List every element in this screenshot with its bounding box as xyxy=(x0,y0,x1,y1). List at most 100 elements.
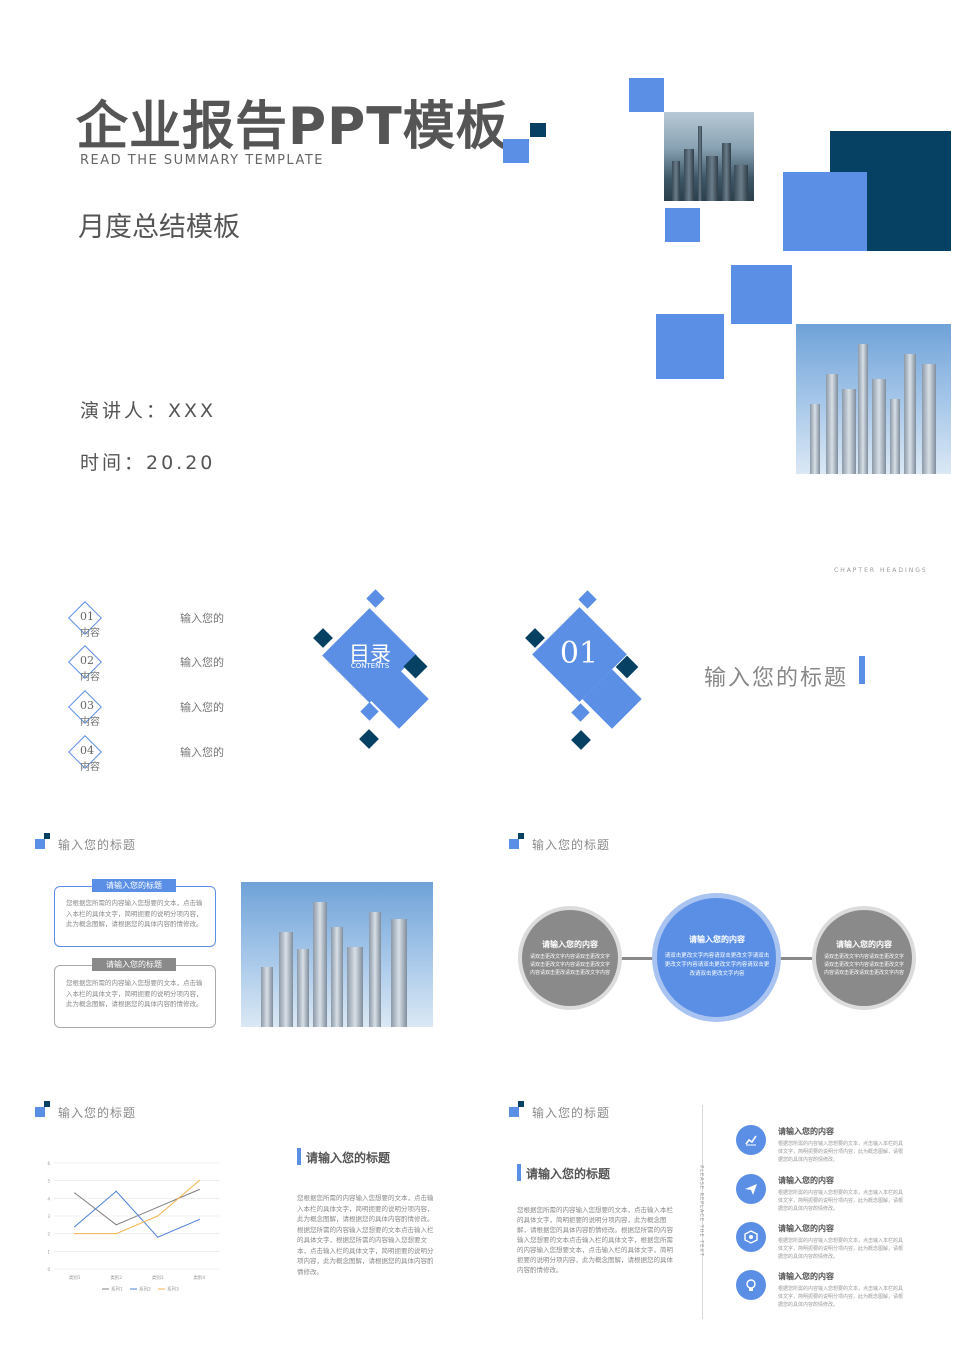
chart-point xyxy=(157,1236,159,1238)
cover-time: 时间：20.20 xyxy=(80,452,216,474)
circle-left-title: 请输入您的内容 xyxy=(542,940,598,949)
slide5-title-bar xyxy=(297,1148,301,1165)
chapter-title: 输入您的标题 xyxy=(704,666,849,691)
chart-series-line xyxy=(74,1190,200,1238)
feature-item: 请输入您的内容 根据您所需的内容输入您想要的文本，点击输入本栏的具体文字，简明扼… xyxy=(736,1222,906,1268)
paper-plane-icon xyxy=(736,1174,766,1204)
head-mark-icon xyxy=(509,1107,519,1117)
chart-legend-label: 系列2 xyxy=(139,1286,151,1293)
head-mark-icon xyxy=(44,833,50,839)
slide3-box1-text: 您根据您所需的内容输入您想要的文本，点击输入本栏的具体文字，简明扼要的说明分项内… xyxy=(66,899,203,928)
slide6-title-bar xyxy=(517,1164,521,1181)
chart-legend-label: 系列1 xyxy=(111,1286,123,1293)
feature-item-title: 请输入您的内容 xyxy=(778,1127,834,1136)
deco-square xyxy=(530,123,546,137)
chart-x-tick: 类别4 xyxy=(193,1274,205,1281)
deco-diamond xyxy=(366,589,385,608)
deco-square xyxy=(656,314,724,379)
chart-series-line xyxy=(74,1189,200,1226)
toc-item-number: 01 xyxy=(80,610,94,623)
circle-right-text: 请双击更改文字内容请双击更改文字请双击更改文字内容请双击更改文字内容请双击更改请… xyxy=(823,954,904,976)
cover-title: 企业报告PPT模板 xyxy=(76,97,509,157)
chapter-heading-small: CHAPTER HEADINGS xyxy=(834,567,928,574)
city-photo xyxy=(664,112,754,201)
circle-right-title: 请输入您的内容 xyxy=(836,940,892,949)
chart-y-tick: 4 xyxy=(47,1196,50,1201)
chart-point xyxy=(198,1188,200,1191)
deco-diamond xyxy=(313,628,333,648)
toc-item-label: 输入您的 xyxy=(180,656,224,669)
slide6-head: 输入您的标题 xyxy=(532,1106,611,1120)
head-mark-icon xyxy=(509,839,519,849)
chart-point xyxy=(74,1233,76,1235)
chart-x-tick: 类别2 xyxy=(110,1274,122,1281)
slide4-head: 输入您的标题 xyxy=(532,838,611,852)
toc-item[interactable]: 04 内容 输入您的 xyxy=(60,735,240,773)
chart-y-tick: 6 xyxy=(47,1161,50,1166)
toc-item-number: 02 xyxy=(80,654,94,667)
feature-item-title: 请输入您的内容 xyxy=(778,1272,834,1281)
toc-center-cn: 目录 xyxy=(349,642,391,666)
chart-legend-label: 系列3 xyxy=(167,1286,179,1293)
toc-item-label: 输入您的 xyxy=(180,746,224,759)
deco-diamond xyxy=(578,590,597,609)
slide3-head: 输入您的标题 xyxy=(58,838,137,852)
head-mark-icon xyxy=(518,833,524,839)
box-icon xyxy=(736,1222,766,1252)
toc-item[interactable]: 02 内容 输入您的 xyxy=(60,645,240,683)
chart-point xyxy=(74,1226,76,1228)
deco-square xyxy=(629,78,664,112)
chart-point xyxy=(115,1190,117,1192)
lightbulb-icon xyxy=(736,1270,766,1300)
head-mark-icon xyxy=(35,1107,45,1117)
circle-left-text: 请双击更改文字内容请双击更改文字请双击更改文字内容请双击更改文字内容请双击更改请… xyxy=(529,954,610,976)
deco-square xyxy=(731,265,792,324)
head-mark-icon xyxy=(518,1101,524,1107)
feature-item: 请输入您的内容 根据您所需的内容输入您想要的文本，点击输入本栏的具体文字，简明扼… xyxy=(736,1125,906,1171)
feature-item-title: 请输入您的内容 xyxy=(778,1224,834,1233)
chart-x-tick: 类别1 xyxy=(69,1274,81,1281)
toc-item-number: 04 xyxy=(80,744,94,757)
chart-y-tick: 0 xyxy=(47,1267,50,1272)
chapter-number: 01 xyxy=(559,636,599,671)
chart-point xyxy=(157,1215,159,1217)
chart-y-tick: 1 xyxy=(47,1249,50,1254)
circle-center-text: 请双击更改文字内容请双击更改文字请双击更改文字内容请双击更改文字内容请双击更改请… xyxy=(664,953,770,977)
chart-y-tick: 2 xyxy=(47,1232,50,1237)
chart-point xyxy=(115,1224,117,1226)
slide5-text: 您根据您所需的内容输入您想要的文本，点击输入本栏的具体文字，简明扼要的说明分项内… xyxy=(297,1194,434,1276)
feature-item-title: 请输入您的内容 xyxy=(778,1176,834,1185)
toc-item-number: 03 xyxy=(80,699,94,712)
skyscraper-photo xyxy=(241,882,433,1027)
circle-center-title: 请输入您的内容 xyxy=(689,935,745,944)
chart-point xyxy=(157,1206,159,1208)
head-mark-icon xyxy=(35,839,45,849)
chart-y-tick: 3 xyxy=(47,1214,50,1219)
toc-item[interactable]: 01 内容 输入您的 xyxy=(60,601,240,639)
toc-item-label: 输入您的 xyxy=(180,612,224,625)
cover-subtitle-cn: 月度总结模板 xyxy=(78,212,240,243)
feature-item-text: 根据您所需的内容输入您想要的文本，点击输入本栏的具体文字，简明扼要的说明分项内容… xyxy=(778,1190,904,1212)
slide5-text-title: 请输入您的标题 xyxy=(306,1151,391,1165)
slide3-box2-label: 请输入您的标题 xyxy=(92,958,176,971)
toc-item-label: 输入您的 xyxy=(180,701,224,714)
circle-right-inner xyxy=(816,910,912,1006)
skyscraper-photo xyxy=(796,324,951,474)
feature-item: 请输入您的内容 根据您所需的内容输入您想要的文本，点击输入本栏的具体文字，简明扼… xyxy=(736,1174,906,1220)
deco-diamond xyxy=(571,730,591,750)
vertical-label: PLEASE REPLACE THE TEXT xyxy=(698,1165,704,1257)
deco-diamond xyxy=(359,729,379,749)
toc-center-en: CONTENTS xyxy=(350,662,390,670)
toc-item-tail: 内容 xyxy=(80,762,100,773)
feature-item: 请输入您的内容 根据您所需的内容输入您想要的文本，点击输入本栏的具体文字，简明扼… xyxy=(736,1270,906,1316)
feature-item-text: 根据您所需的内容输入您想要的文本，点击输入本栏的具体文字，简明扼要的说明分项内容… xyxy=(778,1238,904,1260)
head-mark-icon xyxy=(44,1101,50,1107)
circle-left-inner xyxy=(522,910,618,1006)
toc-item[interactable]: 03 内容 输入您的 xyxy=(60,690,240,728)
toc-item-tail: 内容 xyxy=(80,717,100,728)
deco-diamond xyxy=(571,703,590,722)
chart-y-tick: 5 xyxy=(47,1179,50,1184)
chart-series-line xyxy=(74,1180,200,1235)
cover-subtitle-en: READ THE SUMMARY TEMPLATE xyxy=(80,153,325,168)
